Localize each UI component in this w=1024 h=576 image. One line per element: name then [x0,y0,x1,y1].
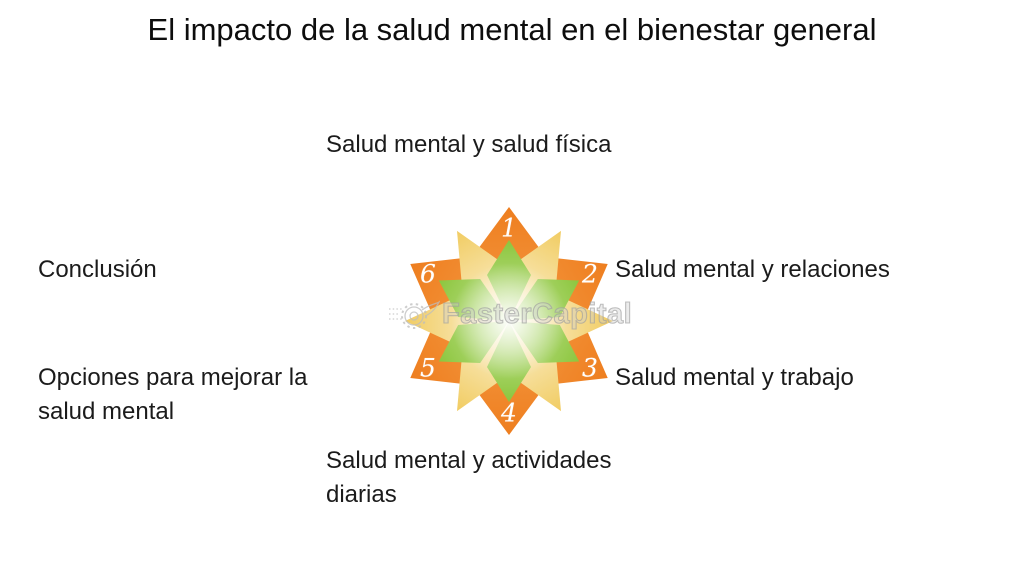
petal-label-conclusion: Conclusión [38,256,157,283]
petal-number-4: 4 [501,398,517,428]
petal-label-trabajo: Salud mental y trabajo [615,364,854,391]
petal-number-1: 1 [501,213,517,243]
petal-number-6: 6 [420,259,436,289]
petal-label-actividades-diarias: Salud mental y actividades diarias [326,447,612,508]
petal-label-relaciones: Salud mental y relaciones [615,256,890,283]
petal-number-3: 3 [582,353,598,383]
petal-label-opciones-mejorar: Opciones para mejorar la salud mental [38,364,308,425]
center-glow [451,263,567,379]
flower-diagram [394,207,624,435]
petal-label-salud-fisica: Salud mental y salud física [326,131,612,158]
petal-number-5: 5 [420,353,436,383]
slide-title: El impacto de la salud mental en el bien… [147,12,877,47]
petal-number-2: 2 [582,259,598,289]
